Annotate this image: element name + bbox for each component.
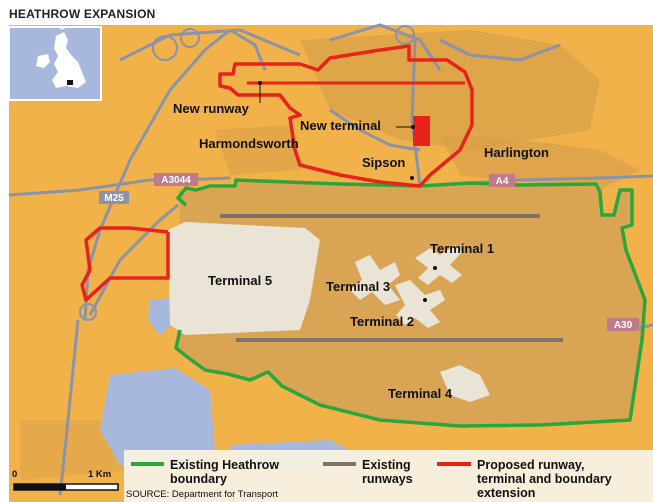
proposed-new-terminal (413, 116, 430, 146)
road-badge-a30: A30 (607, 318, 639, 331)
terminal-buildings (350, 245, 490, 402)
terminal5-area (168, 222, 320, 335)
leader-dots (258, 81, 437, 302)
source-credit: SOURCE: Department for Transport (126, 489, 278, 500)
leader-lines (259, 83, 413, 128)
legend-proposed-line2: terminal and boundary (477, 472, 612, 486)
legend-existing-boundary-line1: Existing Heathrow (170, 458, 279, 472)
label-terminal-2: Terminal 2 (350, 314, 414, 329)
road-badge-a3044: A3044 (154, 173, 198, 186)
road-label-a30: A30 (614, 320, 633, 331)
road-badge-m25: M25 (99, 191, 129, 204)
road-network (8, 23, 653, 496)
legend-proposed-line1: Proposed runway, (477, 458, 584, 472)
road-label-a4: A4 (496, 176, 509, 187)
label-terminal-4: Terminal 4 (388, 386, 453, 401)
road-label-a3044: A3044 (161, 175, 191, 186)
map-title: HEATHROW EXPANSION (9, 7, 156, 21)
label-harlington: Harlington (484, 145, 549, 160)
legend-existing-runways-line2: runways (362, 472, 413, 486)
scale-bar: 0 1 Km (12, 469, 119, 491)
scale-end-label: 1 Km (88, 469, 111, 480)
road-label-m25: M25 (104, 193, 124, 204)
label-new-runway: New runway (173, 101, 250, 116)
label-terminal-3: Terminal 3 (326, 279, 390, 294)
existing-runways (220, 214, 563, 342)
legend-existing-runways-line1: Existing (362, 458, 411, 472)
legend-panel: Existing Heathrow boundary Existing runw… (124, 450, 653, 502)
label-terminal-1: Terminal 1 (430, 241, 494, 256)
label-new-terminal: New terminal (300, 118, 381, 133)
legend-existing-boundary-line2: boundary (170, 472, 227, 486)
interchange-loops (79, 25, 415, 321)
scale-start-label: 0 (12, 469, 17, 480)
legend-proposed-line3: extension (477, 486, 535, 500)
uk-locator-inset (8, 26, 102, 101)
label-sipson: Sipson (362, 155, 405, 170)
proposed-west-boundary (80, 226, 170, 302)
proposed-north-boundary (218, 44, 474, 188)
label-terminal-5: Terminal 5 (208, 273, 272, 288)
label-harmondsworth: Harmondsworth (199, 136, 299, 151)
existing-boundary-line (174, 178, 647, 428)
road-badge-a4: A4 (489, 174, 515, 187)
urban-areas (20, 30, 640, 480)
